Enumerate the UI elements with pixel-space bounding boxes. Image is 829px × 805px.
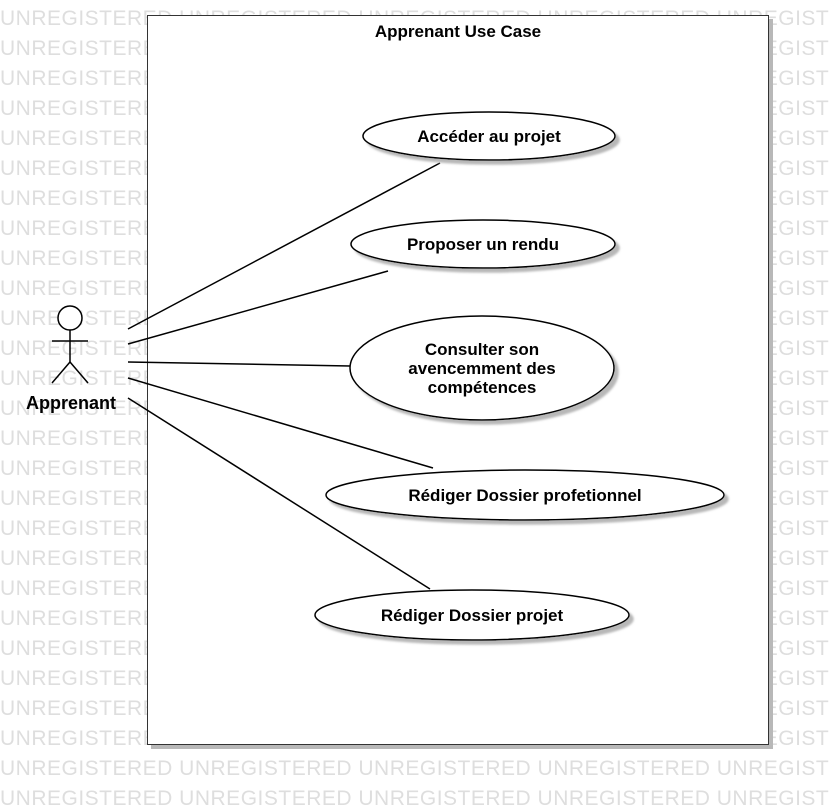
- actor-left-leg: [51, 361, 71, 384]
- use-case-ellipse-4[interactable]: [325, 469, 725, 521]
- use-case-label-1[interactable]: Accéder au projet: [417, 126, 561, 146]
- use-case-ellipse-3[interactable]: [349, 315, 615, 421]
- actor-head: [57, 305, 83, 331]
- use-case-ellipse-2[interactable]: [350, 219, 616, 269]
- use-case-label-3[interactable]: Consulter son avencemment des compétence…: [408, 339, 556, 397]
- use-case-label-5[interactable]: Rédiger Dossier projet: [380, 605, 564, 625]
- actor-name: Apprenant: [26, 393, 116, 413]
- association-line-4: [127, 377, 434, 469]
- association-line-1: [127, 162, 441, 330]
- use-case-ellipse-5[interactable]: [314, 589, 630, 641]
- actor-figure[interactable]: [51, 305, 89, 384]
- actor-right-leg: [69, 361, 89, 384]
- use-case-label-2[interactable]: Proposer un rendu: [406, 234, 560, 254]
- association-line-2: [127, 270, 389, 345]
- use-case-label-4[interactable]: Rédiger Dossier profetionnel: [408, 485, 642, 505]
- system-title: Apprenant Use Case: [374, 22, 542, 41]
- association-line-5: [127, 397, 431, 590]
- use-case-ellipse-1[interactable]: [362, 111, 616, 161]
- association-line-3: [127, 361, 351, 367]
